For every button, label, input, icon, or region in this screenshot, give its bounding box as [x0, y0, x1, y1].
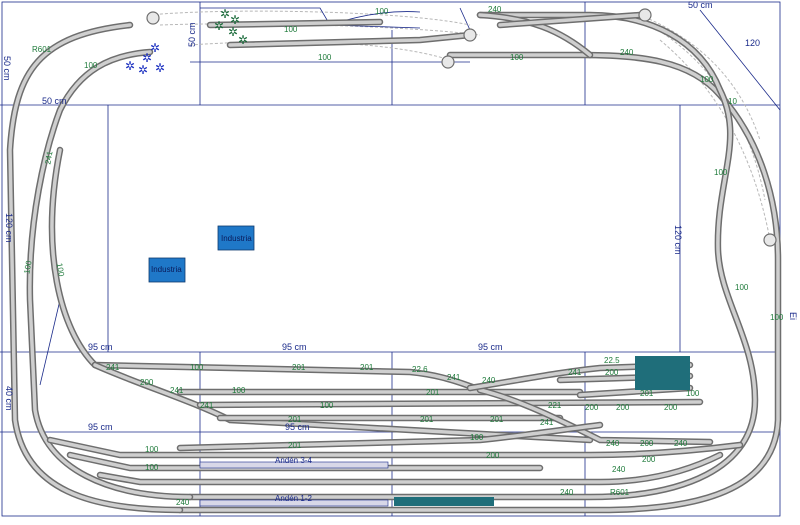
track-label: 241: [540, 418, 554, 427]
station-yard: [46, 361, 744, 486]
track-label: 240: [620, 48, 634, 57]
track-label: 200: [642, 455, 656, 464]
side-label: Ei: [788, 312, 798, 320]
trees: ✲ ✲ ✲ ✲ ✲ ✲ ✲ ✲ ✲ ✲: [125, 7, 248, 77]
upper-yard: [146, 8, 777, 247]
track-label: 241: [568, 368, 582, 377]
track-label: 201: [420, 415, 434, 424]
industry-building-2: [148, 257, 186, 283]
industry-label: Industria: [151, 265, 182, 274]
track-label: 221: [548, 401, 562, 410]
tree-icon: ✲: [230, 13, 240, 27]
tree-icon: ✲: [125, 59, 135, 73]
track-label: 100: [145, 445, 159, 454]
track-label: 201: [640, 389, 654, 398]
track-label: 100: [190, 363, 204, 372]
platform-label: Andén 3-4: [275, 456, 312, 465]
platform-1-2: [199, 499, 389, 507]
dim-label: 120 cm: [4, 213, 14, 243]
platform-label: Andén 1-2: [275, 494, 312, 503]
track-label: 100: [145, 463, 159, 472]
dim-label: 50 cm: [42, 96, 67, 106]
track-label: 100: [686, 389, 700, 398]
track-label: 200: [640, 439, 654, 448]
tree-icon: ✲: [228, 25, 238, 39]
dimension-labels: 50 cm 50 cm 50 cm 50 cm 120 cm 120 cm 95…: [2, 0, 798, 432]
tree-icon: ✲: [150, 41, 160, 55]
track-label: 240: [482, 376, 496, 385]
track-label: 100: [320, 401, 334, 410]
dim-label: 120 cm: [673, 225, 683, 255]
dim-label: 50 cm: [688, 0, 713, 10]
depot-building: [635, 356, 690, 390]
track-label: 100: [714, 168, 728, 177]
track-label: 100: [735, 283, 749, 292]
industry-label: Industria: [221, 234, 252, 243]
track-label: 240: [176, 498, 190, 507]
main-loop: [6, 11, 782, 514]
track-label: 100: [55, 262, 66, 277]
platform-3-4: [199, 461, 389, 469]
track-label: 100: [470, 433, 484, 442]
track-label: 241: [200, 401, 214, 410]
track-label: 100: [318, 53, 332, 62]
track-label: 241: [106, 363, 120, 372]
track-label: 22.5: [604, 356, 620, 365]
building-labels: Industria Industria Andén 3-4 Andén 1-2: [151, 234, 312, 503]
track-label: 241: [170, 386, 184, 395]
track-label: 240: [612, 465, 626, 474]
dim-label: 95 cm: [285, 422, 310, 432]
track-label: 200: [140, 378, 154, 387]
track-label: 201: [360, 363, 374, 372]
track-label: 10: [728, 97, 737, 106]
track-label: 200: [486, 451, 500, 460]
track-label: 200: [605, 368, 619, 377]
tree-icon: ✲: [138, 63, 148, 77]
dim-label: 95 cm: [478, 342, 503, 352]
tree-icon: ✲: [155, 61, 165, 75]
track-label: 200: [585, 403, 599, 412]
track-label: 22.6: [412, 365, 428, 374]
track-label: 241: [447, 373, 461, 382]
track-label: 201: [292, 363, 306, 372]
track-label: 100: [770, 313, 784, 322]
dim-label: 95 cm: [88, 342, 113, 352]
track-label: 100: [510, 53, 524, 62]
teal-platform: [394, 497, 494, 506]
track-label: 200: [664, 403, 678, 412]
track-label: 100: [232, 386, 246, 395]
tree-icon: ✲: [220, 7, 230, 21]
track-label: 100: [284, 25, 298, 34]
tree-icon: ✲: [214, 19, 224, 33]
dim-label: 95 cm: [282, 342, 307, 352]
track-label: 240: [674, 439, 688, 448]
track-label: 240: [488, 5, 502, 14]
dim-label: 95 cm: [88, 422, 113, 432]
platforms: [148, 225, 690, 507]
track-label: 100: [84, 61, 98, 70]
track-label: R601: [32, 45, 52, 54]
track-label: 100: [375, 7, 389, 16]
dim-label: 50 cm: [2, 56, 12, 81]
tree-icon: ✲: [238, 33, 248, 47]
track-label: 201: [288, 441, 302, 450]
track-labels: 100 R601 241 100 100 100 100 100 100 240…: [22, 5, 784, 507]
dim-label: 120: [745, 38, 760, 48]
dim-label: 40 cm: [4, 386, 14, 411]
track-label: 201: [490, 415, 504, 424]
track-label: 241: [43, 150, 54, 165]
dim-label: 50 cm: [187, 22, 197, 47]
track-label: 240: [560, 488, 574, 497]
tree-icon: ✲: [142, 51, 152, 65]
track-label: R601: [610, 488, 630, 497]
track-label: 201: [426, 388, 440, 397]
track-label: 100: [700, 75, 714, 84]
track-label: 100: [22, 259, 33, 274]
track-label: 240: [606, 439, 620, 448]
industry-building-1: [217, 225, 255, 251]
track-label: 201: [288, 415, 302, 424]
track-label: 200: [616, 403, 630, 412]
